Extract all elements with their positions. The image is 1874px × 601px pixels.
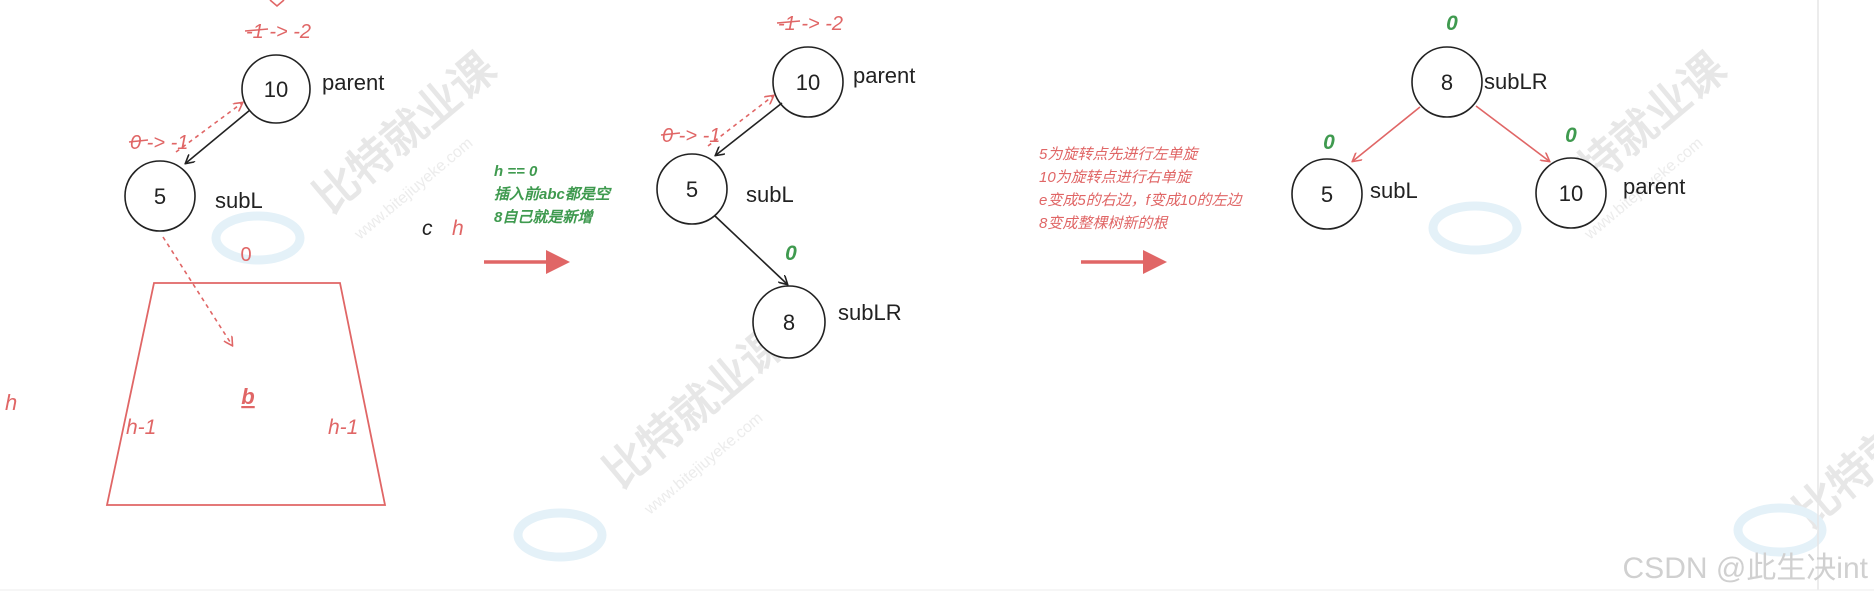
step1-mid-c: c	[422, 217, 433, 240]
step3-node-subLR-value: 8	[1441, 70, 1453, 95]
note1-line-1: h == 0	[494, 163, 538, 180]
transition-arrow-2	[1081, 250, 1167, 274]
step3-node-subL	[1291, 158, 1363, 230]
step3-group: 0 8 subLR 0 0 5 subL 10 parent	[1291, 12, 1685, 230]
step1-edge-parent-subL	[186, 109, 251, 163]
step3-node-parent-value: 10	[1559, 181, 1583, 206]
step2-parent-bf: -1 -> -2	[778, 13, 843, 35]
step1-node-parent-label: parent	[322, 70, 384, 95]
step2-subL-bf-strike	[660, 132, 681, 136]
step1-mid-h: h	[452, 217, 464, 240]
step1-subtree-center: b	[241, 384, 254, 409]
step1-subL-bf: 0 -> -1	[130, 132, 188, 154]
step2-edge-subL-subLR	[714, 215, 787, 284]
watermark-logo-3	[1428, 201, 1522, 255]
step1-node-subL-value: 5	[154, 184, 166, 209]
step1-node-parent	[241, 54, 311, 124]
step2-node-subLR	[752, 285, 826, 359]
step2-dashed-edge-up	[707, 96, 773, 147]
step2-node-parent	[772, 46, 844, 118]
step1-side-height: h	[5, 390, 17, 415]
step3-node-subLR-label: subLR	[1484, 69, 1548, 94]
note2-line-4: 8变成整棵树新的根	[1039, 215, 1169, 232]
step2-edge-parent-subL	[716, 102, 783, 155]
step1-group: -1 -> -2 10 parent 0 -> -1 5 subL 0 b h-…	[5, 0, 464, 506]
step1-dashed-edge-up	[175, 103, 242, 153]
note1-group: h == 0 插入前abc都是空 8自己就是新增	[494, 163, 612, 226]
note2-line-1: 5为旋转点先进行左单旋	[1039, 146, 1200, 163]
note1-line-2: 插入前abc都是空	[494, 185, 612, 203]
step2-subLR-bf: 0	[785, 242, 797, 265]
note2-line-2: 10为旋转点进行右单旋	[1039, 169, 1194, 186]
step3-edge-subLR-subL	[1353, 106, 1421, 161]
step2-node-subL-label: subL	[746, 182, 794, 207]
note2-group: 5为旋转点先进行左单旋 10为旋转点进行右单旋 e变成5的右边，f变成10的左边…	[1039, 146, 1244, 232]
step2-node-subLR-value: 8	[783, 310, 795, 335]
step1-parent-bf: -1 -> -2	[246, 21, 311, 43]
step1-subtree-trapezoid	[105, 282, 387, 506]
step1-node-subL	[124, 160, 196, 232]
step2-node-subL-value: 5	[686, 177, 698, 202]
step1-top-arrowhead	[269, 0, 285, 8]
step1-node-subL-label: subL	[215, 188, 263, 213]
watermark-logo-2	[513, 508, 607, 562]
step3-node-parent	[1535, 157, 1607, 229]
step1-parent-bf-strike	[244, 28, 269, 32]
step3-parent-bf: 0	[1565, 124, 1577, 147]
step3-node-subL-value: 5	[1321, 182, 1333, 207]
step2-node-parent-label: parent	[853, 63, 915, 88]
step1-dashed-edge-down	[162, 236, 232, 345]
note1-line-3: 8自己就是新增	[494, 208, 594, 226]
step2-node-subLR-label: subLR	[838, 300, 902, 325]
watermark-logo-1	[211, 211, 305, 265]
step1-subtree-bf: 0	[240, 244, 251, 266]
step2-group: -1 -> -2 10 parent 0 -> -1 5 subL 0 8 su…	[656, 13, 915, 359]
transition-arrow-1	[484, 250, 570, 274]
step1-subtree-left-height: h-1	[126, 416, 156, 439]
step2-node-subL	[656, 153, 728, 225]
step3-edge-subLR-parent	[1475, 105, 1549, 161]
watermark-logo-4	[1733, 503, 1827, 557]
step3-node-subLR	[1411, 46, 1483, 118]
step3-node-subL-label: subL	[1370, 178, 1418, 203]
step2-node-parent-value: 10	[796, 70, 820, 95]
footer-credit: CSDN @此生决int	[1623, 552, 1869, 585]
step3-subL-bf: 0	[1323, 131, 1335, 154]
step1-subtree-right-height: h-1	[328, 416, 358, 439]
step1-subL-bf-strike	[128, 139, 149, 143]
note2-line-3: e变成5的右边，f变成10的左边	[1039, 192, 1244, 209]
step3-subLR-bf: 0	[1446, 12, 1458, 35]
step2-subL-bf: 0 -> -1	[662, 125, 720, 147]
step3-node-parent-label: parent	[1623, 174, 1685, 199]
step1-node-parent-value: 10	[264, 77, 288, 102]
watermark-group: 比特就业课 www.bitejiuyeke.com 比特就业课 www.bite…	[211, 43, 1874, 562]
step2-parent-bf-strike	[776, 20, 801, 24]
